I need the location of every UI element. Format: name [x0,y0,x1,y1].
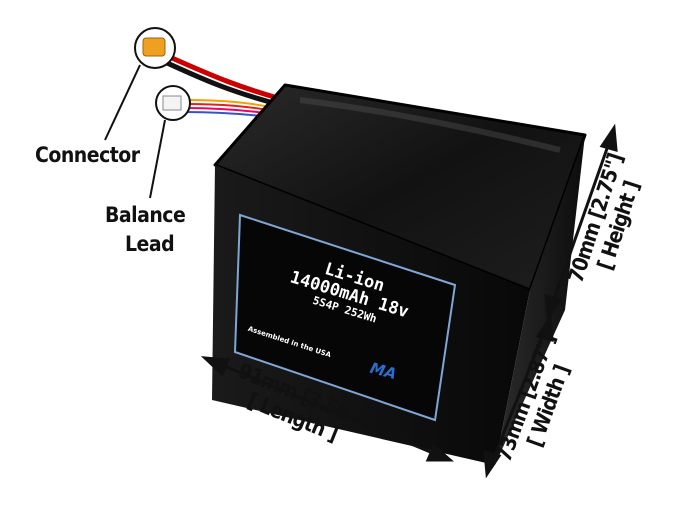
battery-side-face [495,135,585,465]
xt-connector-icon [142,37,166,57]
length-arrow [200,356,454,462]
height-arrow [544,123,618,323]
balance-plug-icon [162,95,182,111]
battery-label-panel [233,213,457,422]
connector-callout-label: Connector [35,143,140,167]
balance-lead-label-line1: Balance [105,203,186,227]
width-arrow [483,313,554,479]
balance-lead-label-line2: Lead [125,232,175,256]
wires [163,52,286,120]
